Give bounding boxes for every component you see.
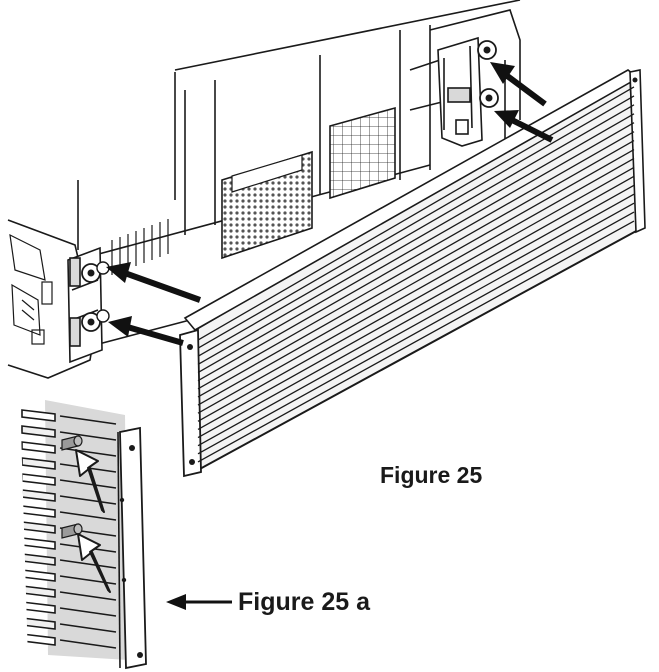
- grille-louver-line: [197, 157, 635, 406]
- right-bracket-pin-upper: [477, 40, 497, 60]
- figure-label: Figure 25: [380, 462, 483, 488]
- grille-louver-line: [197, 95, 635, 349]
- chassis-grid-panel: [329, 106, 396, 200]
- inset-louver-line: [59, 591, 117, 601]
- grille-louver-line: [197, 220, 635, 463]
- arrow-icon: [77, 533, 111, 593]
- grille-louver-line: [197, 202, 635, 447]
- inset-louver-line: [59, 511, 117, 521]
- arrow-icon: [75, 449, 105, 513]
- inset-louver-line: [59, 639, 117, 649]
- inset-louver-line: [59, 495, 117, 505]
- grille-louver-line: [197, 104, 635, 357]
- arrow-icon: [494, 110, 554, 143]
- chassis-side-details: [9, 233, 53, 345]
- grille-louver-line: [197, 175, 635, 422]
- grille-louver-line: [197, 193, 635, 439]
- grille-louver-line: [197, 131, 635, 382]
- inset-louver-line: [59, 607, 117, 617]
- grille-louver-line: [197, 166, 635, 414]
- chassis-vent-left: [111, 219, 169, 275]
- grille-louver-line: [197, 113, 635, 366]
- front-grille-panel: [179, 69, 646, 478]
- inset-louver-slat: [21, 441, 56, 454]
- left-bracket-pin-lower: [81, 309, 110, 332]
- grille-louver-line: [197, 148, 635, 398]
- inset-louver-slat: [21, 457, 56, 470]
- arrow-icon: [108, 316, 184, 346]
- grille-louver-line: [197, 184, 635, 430]
- inset-louver-slat: [21, 425, 56, 438]
- mesh-filter-top: [231, 154, 303, 193]
- grille-louver-line: [197, 211, 635, 455]
- right-mounting-bracket: [437, 36, 483, 147]
- grille-louver-line: [197, 140, 635, 390]
- right-bracket-pin-lower: [479, 88, 499, 108]
- inset-louver-line: [59, 431, 117, 441]
- left-bracket-pin-upper: [81, 261, 110, 283]
- grille-louver-line: [197, 86, 635, 341]
- inset-louver-line: [59, 623, 117, 633]
- inset-louver-line: [59, 415, 117, 425]
- inset-louver-line: [59, 479, 117, 489]
- left-arrow-icon: [166, 594, 232, 610]
- inset-peg-upper: [61, 435, 83, 451]
- grille-louver-line: [197, 122, 635, 374]
- inset-louver-line: [59, 447, 117, 457]
- arrow-icon: [106, 262, 202, 303]
- inset-detail-view: [20, 397, 160, 670]
- inset-louver-line: [59, 559, 117, 569]
- inset-figure-label: Figure 25 a: [238, 588, 370, 616]
- inset-louver-slat: [21, 409, 56, 422]
- grille-louvers: [197, 86, 635, 463]
- arrow-icon: [490, 62, 547, 107]
